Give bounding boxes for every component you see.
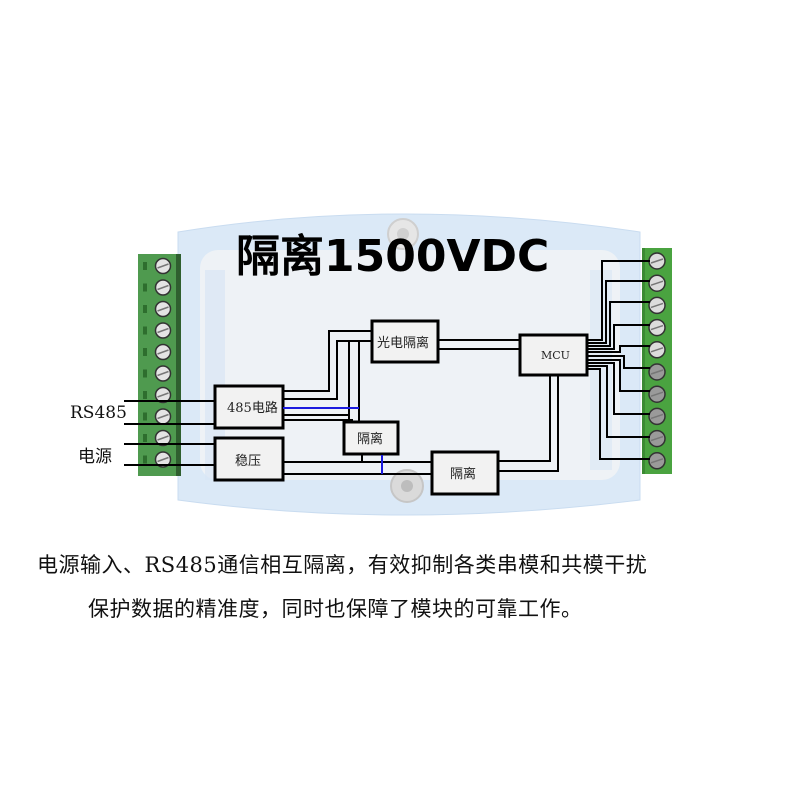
caption-line-1: 电源输入、RS485通信相互隔离，有效抑制各类串模和共模干扰 bbox=[37, 553, 648, 577]
internal-wires bbox=[283, 260, 650, 475]
left-wires bbox=[124, 400, 214, 466]
svg-text:MCU: MCU bbox=[541, 349, 570, 362]
svg-text:隔离: 隔离 bbox=[450, 466, 476, 482]
rs485-label: RS485 bbox=[70, 403, 127, 423]
block-485-circuit: 485电路 bbox=[213, 384, 285, 430]
diagram-title: 隔离1500VDC bbox=[236, 231, 549, 282]
svg-text:隔离: 隔离 bbox=[357, 431, 383, 447]
block-isolation-small: 隔离 bbox=[342, 420, 400, 456]
isolation-barrier-lines bbox=[283, 407, 383, 474]
svg-text:光电隔离: 光电隔离 bbox=[377, 335, 429, 351]
block-regulator: 稳压 bbox=[213, 436, 285, 482]
caption-line-2: 保护数据的精准度，同时也保障了模块的可靠工作。 bbox=[88, 597, 583, 621]
right-terminal-block bbox=[642, 248, 672, 474]
power-label: 电源 bbox=[78, 447, 112, 467]
block-isolation-power: 隔离 bbox=[430, 450, 500, 496]
device-enclosure bbox=[177, 213, 641, 516]
block-mcu: MCU bbox=[518, 333, 589, 377]
left-terminal-block bbox=[138, 254, 181, 476]
block-opto-isolation: 光电隔离 bbox=[370, 319, 440, 364]
svg-text:485电路: 485电路 bbox=[227, 400, 278, 416]
svg-text:稳压: 稳压 bbox=[235, 453, 261, 469]
